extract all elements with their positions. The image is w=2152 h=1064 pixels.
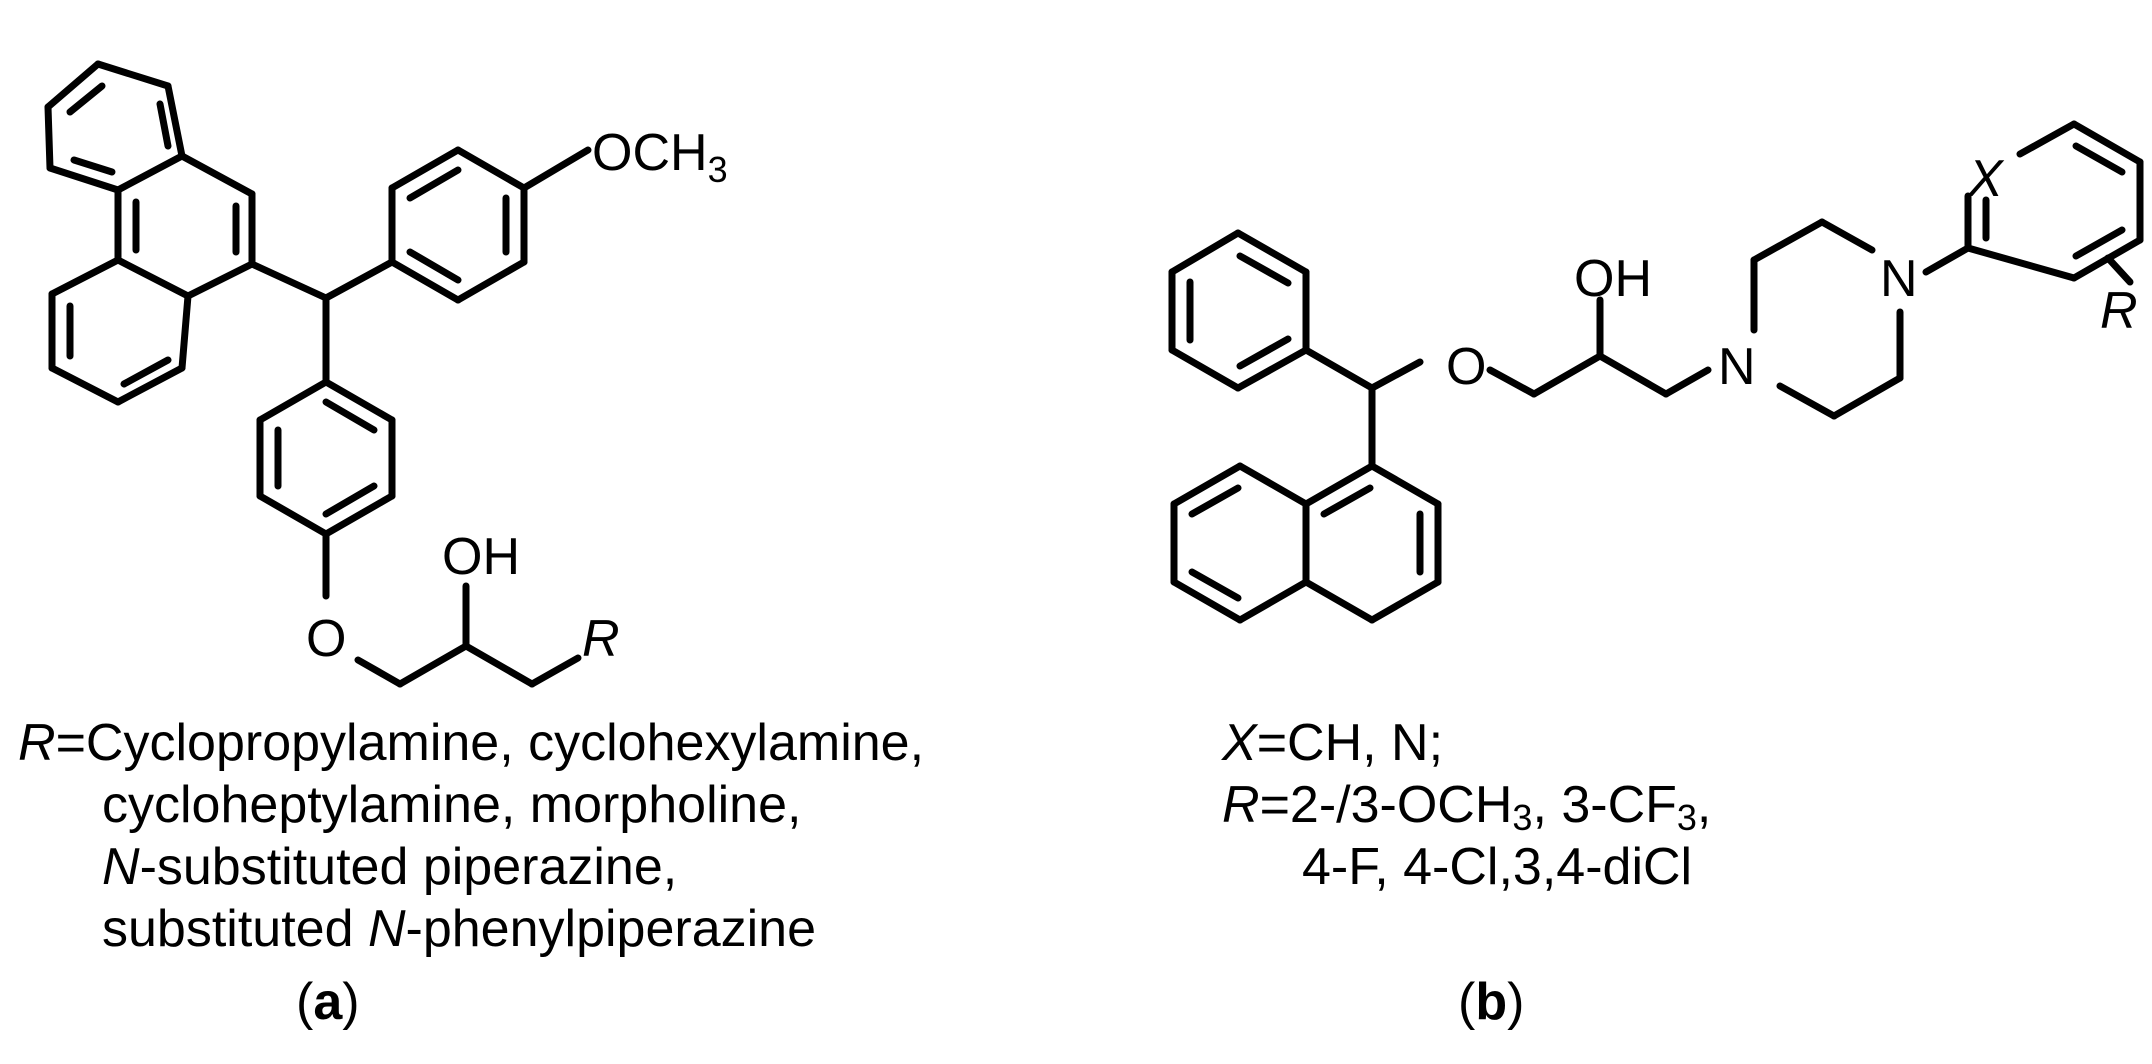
panel-letter-b: b	[1475, 973, 1508, 1031]
legend-b-line1: X=CH, N;	[1222, 712, 1711, 774]
legend-b-line2-a: =2-/3-OCH	[1259, 776, 1513, 834]
structure-a-bonds	[44, 60, 592, 688]
x-atom-label: X	[1967, 150, 2005, 208]
legend-b-line3: 4-F, 4-Cl,3,4-diCl	[1222, 836, 1711, 898]
structure-a-atom-labels: OCH3 OH O R	[306, 124, 728, 668]
r-group-label-b: R	[2100, 282, 2138, 340]
legend-b-line1-text: =CH, N;	[1256, 714, 1444, 772]
legend-a-line3-n: N	[102, 838, 140, 896]
legend-a-line2-text: cycloheptylamine, morpholine,	[102, 776, 802, 834]
panel-label-a: (a)	[296, 973, 360, 1031]
methoxy-label: OCH3	[592, 124, 728, 190]
legend-a-line4-pre: substituted	[102, 900, 368, 958]
legend-a-line4-n: N	[367, 900, 406, 958]
legend-a-r-symbol: R	[18, 714, 56, 772]
panel-letter-a: a	[313, 973, 343, 1031]
legend-b-line2-sub2: 3	[1676, 797, 1697, 838]
piperazine-n2-label: N	[1880, 250, 1918, 308]
legend-a-line4: substituted N-phenylpiperazine	[18, 898, 924, 960]
legend-a-line2: cycloheptylamine, morpholine,	[18, 774, 924, 836]
legend-b-r-symbol: R	[1222, 776, 1260, 834]
structure-b-atom-labels: X OH O N N R	[1446, 150, 2138, 396]
piperazine-n1-label: N	[1718, 338, 1756, 396]
r-group-label-a: R	[582, 610, 620, 668]
ether-oxygen-label-b: O	[1446, 338, 1486, 396]
hydroxyl-label-a: OH	[442, 528, 520, 586]
legend-a-line3: N-substituted piperazine,	[18, 836, 924, 898]
panel-label-b: (b)	[1458, 973, 1525, 1031]
legend-b-line3-text: 4-F, 4-Cl,3,4-diCl	[1302, 838, 1693, 896]
legend-a-line3-text: -substituted piperazine,	[139, 838, 678, 896]
structure-b-bonds	[1168, 120, 2144, 624]
hydroxyl-label-b: OH	[1574, 250, 1652, 308]
legend-b-line2: R=2-/3-OCH3, 3-CF3,	[1222, 774, 1711, 836]
legend-b: X=CH, N; R=2-/3-OCH3, 3-CF3, 4-F, 4-Cl,3…	[1222, 712, 1711, 898]
legend-b-line2-sub1: 3	[1512, 797, 1533, 838]
legend-b-line2-b: , 3-CF	[1532, 776, 1677, 834]
ether-oxygen-label-a: O	[306, 610, 346, 668]
legend-b-x-symbol: X	[1222, 714, 1257, 772]
legend-a: R=Cyclopropylamine, cyclohexylamine, cyc…	[18, 712, 924, 960]
legend-a-line1: R=Cyclopropylamine, cyclohexylamine,	[18, 712, 924, 774]
legend-a-line4-text: -phenylpiperazine	[405, 900, 817, 958]
legend-b-line2-c: ,	[1696, 776, 1712, 834]
legend-a-line1-text: =Cyclopropylamine, cyclohexylamine,	[55, 714, 925, 772]
